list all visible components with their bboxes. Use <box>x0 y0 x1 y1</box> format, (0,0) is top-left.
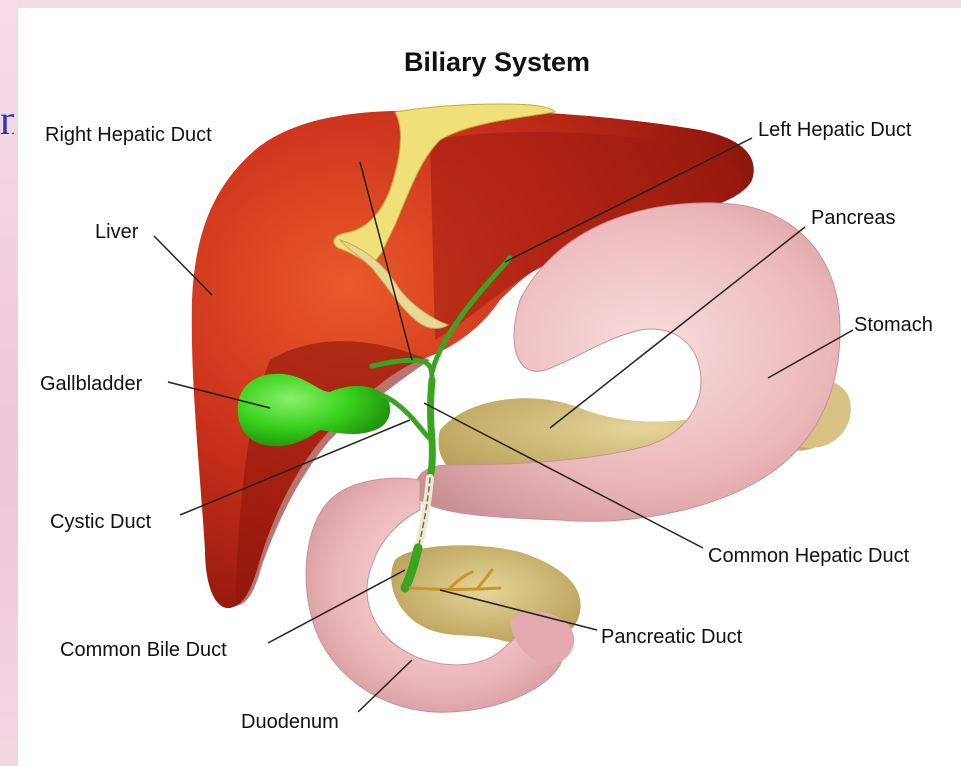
label-stomach: Stomach <box>854 314 933 336</box>
diagram-title: Biliary System <box>404 47 590 77</box>
label-left-hepatic-duct: Left Hepatic Duct <box>758 119 912 141</box>
liver-shape <box>192 111 754 608</box>
label-duodenum: Duodenum <box>241 711 339 733</box>
biliary-diagram-panel: Biliary System Right Hepatic Duct Left H… <box>18 8 961 766</box>
biliary-system-illustration: Biliary System Right Hepatic Duct Left H… <box>18 8 961 766</box>
label-common-hepatic-duct: Common Hepatic Duct <box>708 545 910 567</box>
label-gallbladder: Gallbladder <box>40 373 143 395</box>
label-pancreatic-duct: Pancreatic Duct <box>601 626 743 648</box>
label-cystic-duct: Cystic Duct <box>50 511 152 533</box>
label-common-bile-duct: Common Bile Duct <box>60 639 227 661</box>
label-pancreas: Pancreas <box>811 207 896 229</box>
label-liver: Liver <box>95 221 139 243</box>
label-right-hepatic-duct: Right Hepatic Duct <box>45 124 212 146</box>
slide-title-fragment: n <box>0 100 14 142</box>
